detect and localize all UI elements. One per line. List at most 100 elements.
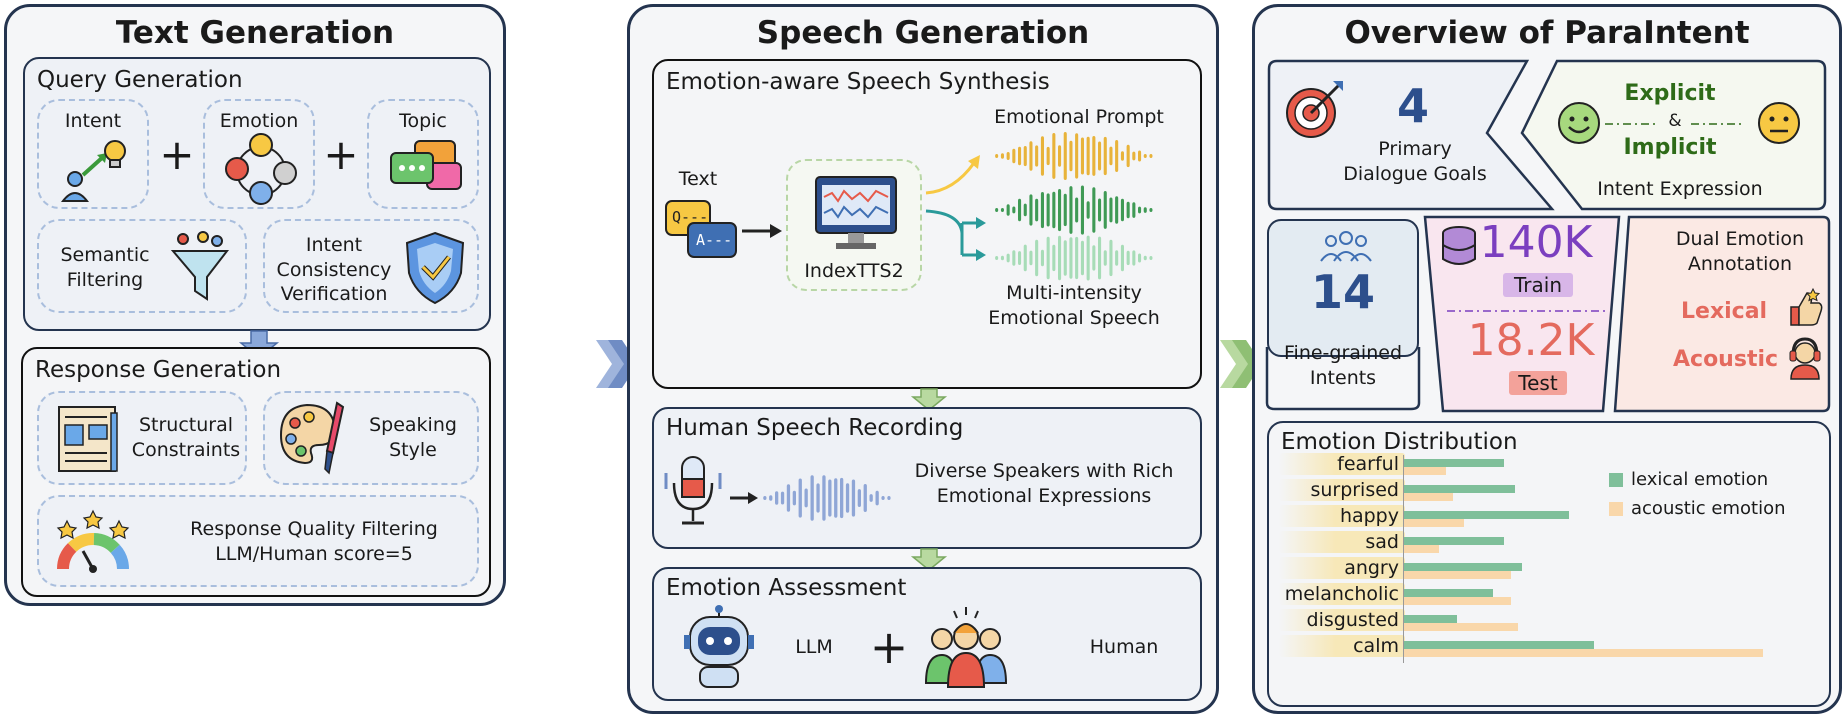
diverse-speakers-label: Diverse Speakers with Rich Emotional Exp… bbox=[914, 460, 1174, 507]
text-generation-panel: Text Generation Query Generation Intent … bbox=[4, 4, 506, 606]
monitor-icon bbox=[815, 176, 897, 249]
emotion-label: Emotion bbox=[219, 110, 299, 132]
funnel-icon bbox=[170, 231, 230, 301]
category-label: surprised bbox=[1279, 479, 1405, 501]
topic-label: Topic bbox=[399, 110, 447, 132]
lexical-label: Lexical bbox=[1681, 299, 1768, 324]
y-axis-line bbox=[1403, 455, 1404, 663]
synthesis-box: Emotion-aware Speech Synthesis Text Q---… bbox=[652, 59, 1202, 389]
acoustic-label: Acoustic bbox=[1673, 347, 1779, 372]
goals-number: 4 bbox=[1396, 79, 1429, 133]
speech-generation-panel: Speech Generation Emotion-aware Speech S… bbox=[627, 4, 1219, 714]
document-icon bbox=[58, 406, 118, 472]
emotion-distribution-box: Emotion Distribution fearful surprised hap… bbox=[1267, 421, 1831, 707]
emotions-icon bbox=[225, 133, 297, 205]
section-title: Response Generation bbox=[35, 357, 282, 383]
bar-acoustic bbox=[1403, 545, 1439, 553]
target-icon bbox=[1286, 81, 1343, 138]
goals-box-shape bbox=[1267, 59, 1827, 211]
multi-intensity-label: Multi-intensity Emotional Speech bbox=[988, 282, 1160, 329]
chart-area: fearful surprised happy sad angry melancholic… bbox=[1269, 423, 1829, 705]
people-group-icon bbox=[924, 607, 1008, 688]
intent-label: Intent bbox=[64, 110, 122, 132]
panel-title: Speech Generation bbox=[756, 15, 1090, 51]
category-label: melancholic bbox=[1279, 583, 1405, 605]
bar-lexical bbox=[1403, 511, 1569, 519]
quality-filtering-card: Response Quality Filtering LLM/Human sco… bbox=[37, 495, 479, 587]
bar-acoustic bbox=[1403, 649, 1763, 657]
bar-lexical bbox=[1403, 641, 1594, 649]
implicit-label: Implicit bbox=[1623, 135, 1717, 160]
legend-item: lexical emotion bbox=[1609, 469, 1786, 490]
chat-bubbles-icon bbox=[390, 140, 462, 190]
shield-check-icon bbox=[405, 231, 465, 305]
plus-sign: + bbox=[869, 620, 909, 674]
train-label: Train bbox=[1503, 273, 1573, 297]
palette-icon bbox=[279, 401, 345, 475]
bar-lexical bbox=[1403, 615, 1457, 623]
emotional-prompt-label: Emotional Prompt bbox=[994, 106, 1164, 128]
legend-item: acoustic emotion bbox=[1609, 498, 1786, 519]
model-label: IndexTTS2 bbox=[804, 260, 904, 282]
robot-icon bbox=[684, 605, 754, 688]
database-icon bbox=[1442, 226, 1476, 265]
down-arrow-icon bbox=[910, 388, 948, 411]
sizes-box-shape bbox=[1423, 215, 1621, 413]
llm-label: LLM bbox=[795, 636, 833, 658]
recording-box: Human Speech Recording Diverse Speakers … bbox=[652, 407, 1202, 549]
text-label: Text bbox=[678, 168, 718, 190]
category-label: sad bbox=[1279, 531, 1405, 553]
speaking-style-card: Speaking Style bbox=[263, 391, 479, 485]
category-label: calm bbox=[1279, 635, 1405, 657]
qa-chat-icon bbox=[665, 200, 737, 258]
section-title: Query Generation bbox=[37, 67, 243, 93]
test-value: 18.2K bbox=[1467, 315, 1595, 366]
category-label: fearful bbox=[1279, 453, 1405, 475]
bar-acoustic bbox=[1403, 493, 1454, 501]
overview-panel: Overview of ParaIntent 4 Primary Dialogu… bbox=[1252, 4, 1842, 714]
structural-label: Structural Constraints bbox=[131, 414, 241, 461]
smiley-face-icon bbox=[1558, 102, 1600, 144]
intent-consistency-card: Intent Consistency Verification bbox=[263, 219, 479, 313]
structural-card: Structural Constraints bbox=[37, 391, 247, 485]
category-label: angry bbox=[1279, 557, 1405, 579]
bar-lexical bbox=[1403, 589, 1493, 597]
human-label: Human bbox=[1089, 636, 1159, 658]
legend: lexical emotion acoustic emotion bbox=[1609, 469, 1786, 519]
thumbs-up-icon bbox=[1790, 287, 1823, 326]
bar-acoustic bbox=[1403, 519, 1465, 527]
plus-sign: + bbox=[159, 129, 195, 179]
chart-title: Emotion Distribution bbox=[1281, 429, 1518, 455]
bar-acoustic bbox=[1403, 597, 1511, 605]
bar-acoustic bbox=[1403, 467, 1447, 475]
intents-box-extend bbox=[1265, 347, 1421, 411]
amp-label: & bbox=[1668, 111, 1682, 131]
q-letter: Q--- bbox=[672, 208, 709, 226]
branch-arrows-icon bbox=[925, 155, 986, 261]
intent-card: Intent bbox=[37, 99, 149, 209]
semantic-filtering-card: Semantic Filtering bbox=[37, 219, 247, 313]
bar-lexical bbox=[1403, 563, 1522, 571]
topic-card: Topic bbox=[367, 99, 479, 209]
intent-consistency-label: Intent Consistency Verification bbox=[276, 234, 392, 306]
category-label: happy bbox=[1279, 505, 1405, 527]
intent-expression-label: Intent Expression bbox=[1597, 178, 1763, 200]
bar-acoustic bbox=[1403, 623, 1519, 631]
section-title: Emotion Assessment bbox=[666, 575, 907, 601]
category-label: disgusted bbox=[1279, 609, 1405, 631]
emotion-card: Emotion bbox=[203, 99, 315, 209]
waveform-yellow-icon bbox=[995, 132, 1153, 180]
idea-person-icon bbox=[60, 140, 126, 202]
response-generation-box: Response Generation Structural Constrain… bbox=[21, 347, 491, 597]
plus-sign: + bbox=[323, 129, 359, 179]
intents-label: Fine-grained Intents bbox=[1284, 342, 1402, 389]
bar-lexical bbox=[1403, 459, 1504, 467]
legend-swatch bbox=[1609, 501, 1623, 516]
neutral-face-icon bbox=[1758, 102, 1800, 144]
dual-annotation-title: Dual Emotion Annotation bbox=[1675, 228, 1805, 275]
panel-title: Overview of ParaIntent bbox=[1344, 15, 1750, 51]
assessment-box: Emotion Assessment LLM + Human bbox=[652, 567, 1202, 701]
bar-acoustic bbox=[1403, 571, 1511, 579]
legend-swatch bbox=[1609, 472, 1623, 487]
legend-label: lexical emotion bbox=[1631, 469, 1769, 490]
